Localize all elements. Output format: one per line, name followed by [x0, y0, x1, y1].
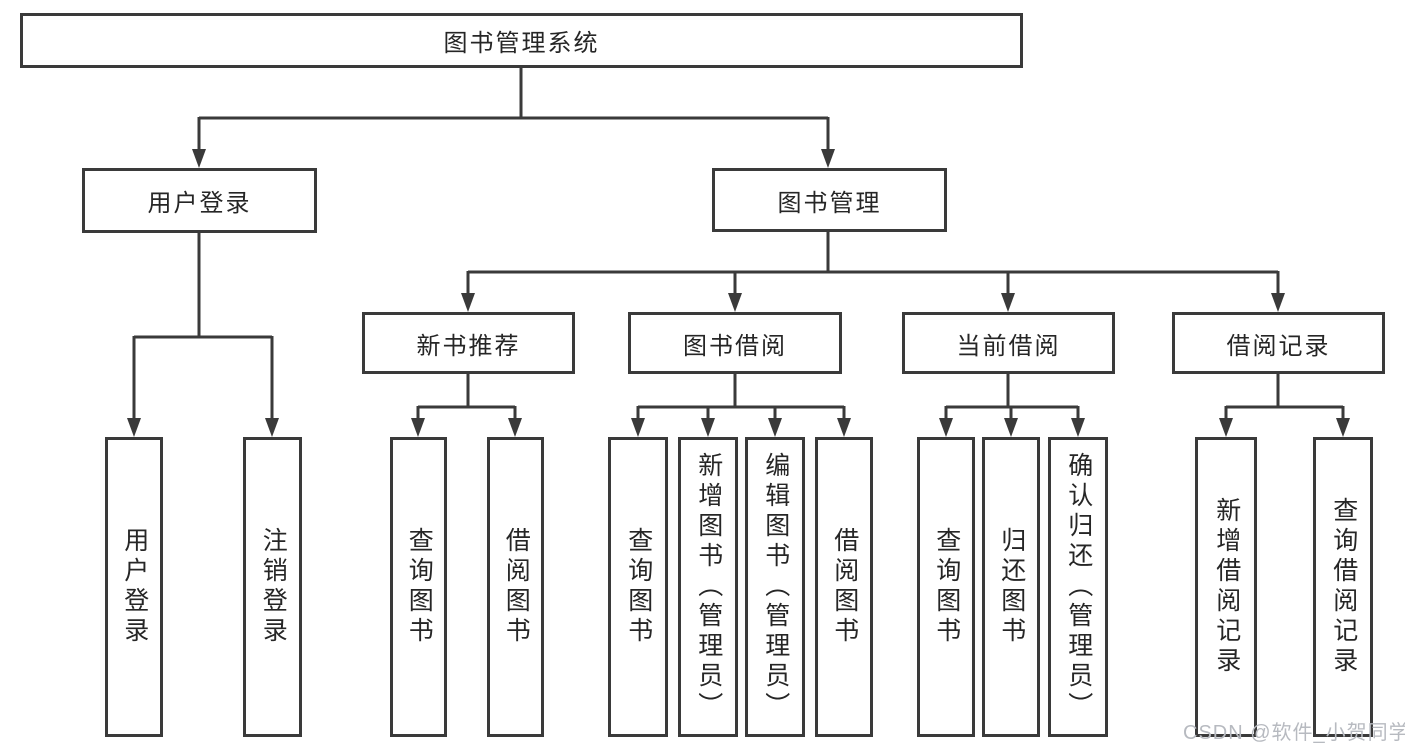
leaf-add-borrow-record-label: 新增借阅记录: [1212, 497, 1241, 677]
node-root: 图书管理系统: [20, 13, 1023, 68]
node-book-management-label: 图书管理: [777, 189, 882, 217]
node-current-borrow-label: 当前借阅: [956, 332, 1061, 360]
leaf-logout-label: 注销登录: [259, 527, 288, 647]
leaf-confirm-return-admin: 确认归还（管理员）: [1048, 437, 1108, 737]
node-borrow-record: 借阅记录: [1172, 312, 1385, 374]
node-current-borrow: 当前借阅: [902, 312, 1115, 374]
node-user-login: 用户登录: [82, 168, 317, 233]
arrowheads: [127, 149, 1350, 437]
leaf-return-book-label: 归还图书: [997, 527, 1026, 647]
csdn-watermark: CSDN @软件_小贺同学: [1183, 722, 1405, 744]
node-book-borrow: 图书借阅: [628, 312, 842, 374]
leaf-add-book-admin-label: 新增图书（管理员）: [694, 452, 723, 722]
node-book-management: 图书管理: [712, 168, 947, 232]
leaf-user-login-label: 用户登录: [120, 527, 149, 647]
leaf-user-login: 用户登录: [105, 437, 163, 737]
leaf-current-query-book-label: 查询图书: [932, 527, 961, 647]
leaf-borrow-query-book: 查询图书: [608, 437, 668, 737]
leaf-borrow-query-book-label: 查询图书: [624, 527, 653, 647]
node-new-book-recommend-label: 新书推荐: [416, 332, 521, 360]
leaf-recommend-query-book: 查询图书: [390, 437, 447, 737]
leaf-recommend-borrow-book: 借阅图书: [487, 437, 544, 737]
leaf-edit-book-admin-label: 编辑图书（管理员）: [761, 452, 790, 722]
leaf-confirm-return-admin-label: 确认归还（管理员）: [1064, 452, 1093, 722]
leaf-recommend-borrow-book-label: 借阅图书: [502, 527, 531, 647]
leaf-add-borrow-record: 新增借阅记录: [1195, 437, 1257, 737]
node-book-borrow-label: 图书借阅: [683, 332, 787, 360]
node-root-label: 图书管理系统: [443, 30, 600, 57]
leaf-query-borrow-record: 查询借阅记录: [1313, 437, 1373, 737]
node-borrow-record-label: 借阅记录: [1226, 332, 1331, 360]
node-user-login-label: 用户登录: [147, 190, 252, 217]
leaf-add-book-admin: 新增图书（管理员）: [678, 437, 738, 737]
node-new-book-recommend: 新书推荐: [362, 312, 575, 374]
leaf-borrow-borrow-book: 借阅图书: [815, 437, 873, 737]
leaf-logout: 注销登录: [243, 437, 302, 737]
leaf-query-borrow-record-label: 查询借阅记录: [1329, 497, 1358, 677]
leaf-return-book: 归还图书: [982, 437, 1040, 737]
leaf-current-query-book: 查询图书: [917, 437, 975, 737]
leaf-borrow-borrow-book-label: 借阅图书: [830, 527, 859, 647]
leaf-recommend-query-book-label: 查询图书: [405, 527, 434, 647]
leaf-edit-book-admin: 编辑图书（管理员）: [745, 437, 805, 737]
